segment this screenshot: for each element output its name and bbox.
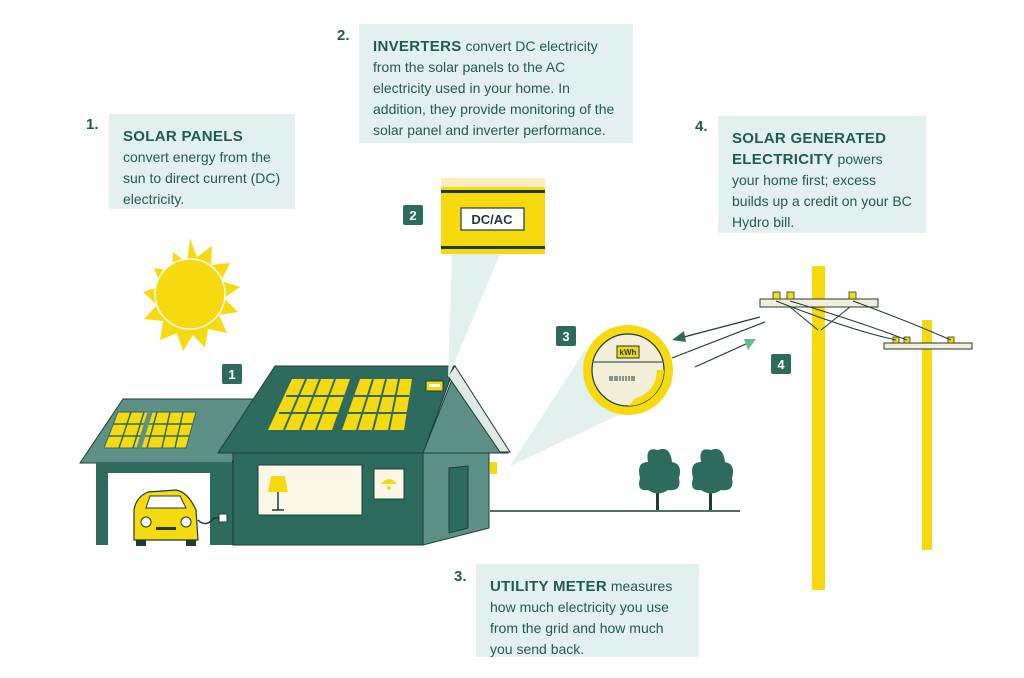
callout-solar-electricity: SOLAR GENERATED ELECTRICITY powers your …	[718, 116, 926, 233]
meter-label: kWh	[620, 348, 637, 357]
meter-popup: kWh	[510, 325, 673, 466]
step-badge-2: 2	[403, 205, 423, 225]
callout-title: SOLAR GENERATED ELECTRICITY	[732, 130, 887, 168]
house	[217, 365, 511, 546]
trees	[639, 448, 734, 510]
callout-solar-panels: SOLAR PANELS convert energy from the sun…	[109, 114, 295, 209]
step-number-1: 1.	[86, 116, 99, 133]
callout-title: INVERTERS	[373, 38, 462, 55]
inverter-label: DC/AC	[471, 212, 513, 227]
inverter-popup: DC/AC	[441, 178, 545, 378]
callout-text: convert energy from the sun to direct cu…	[123, 149, 281, 207]
step-badge-4: 4	[771, 354, 791, 374]
callout-inverters: INVERTERS convert DC electricity from th…	[359, 24, 633, 143]
callout-text: measures how much electricity you use fr…	[490, 578, 673, 657]
step-number-2: 2.	[337, 27, 350, 44]
callout-text: powers your home first; excess builds up…	[732, 151, 912, 230]
sun-icon	[143, 238, 240, 351]
carport	[79, 398, 256, 545]
step-badge-1: 1	[222, 364, 242, 384]
callout-title: SOLAR PANELS	[123, 128, 243, 145]
power-poles	[759, 266, 973, 590]
power-flow-arrows	[671, 316, 766, 368]
step-badge-3: 3	[556, 326, 576, 346]
callout-utility-meter: UTILITY METER measures how much electric…	[476, 564, 699, 657]
step-number-4: 4.	[695, 118, 708, 135]
callout-text: convert DC electricity from the solar pa…	[373, 38, 615, 138]
electric-car	[133, 489, 228, 546]
callout-title: UTILITY METER	[490, 578, 607, 595]
step-number-3: 3.	[454, 568, 467, 585]
